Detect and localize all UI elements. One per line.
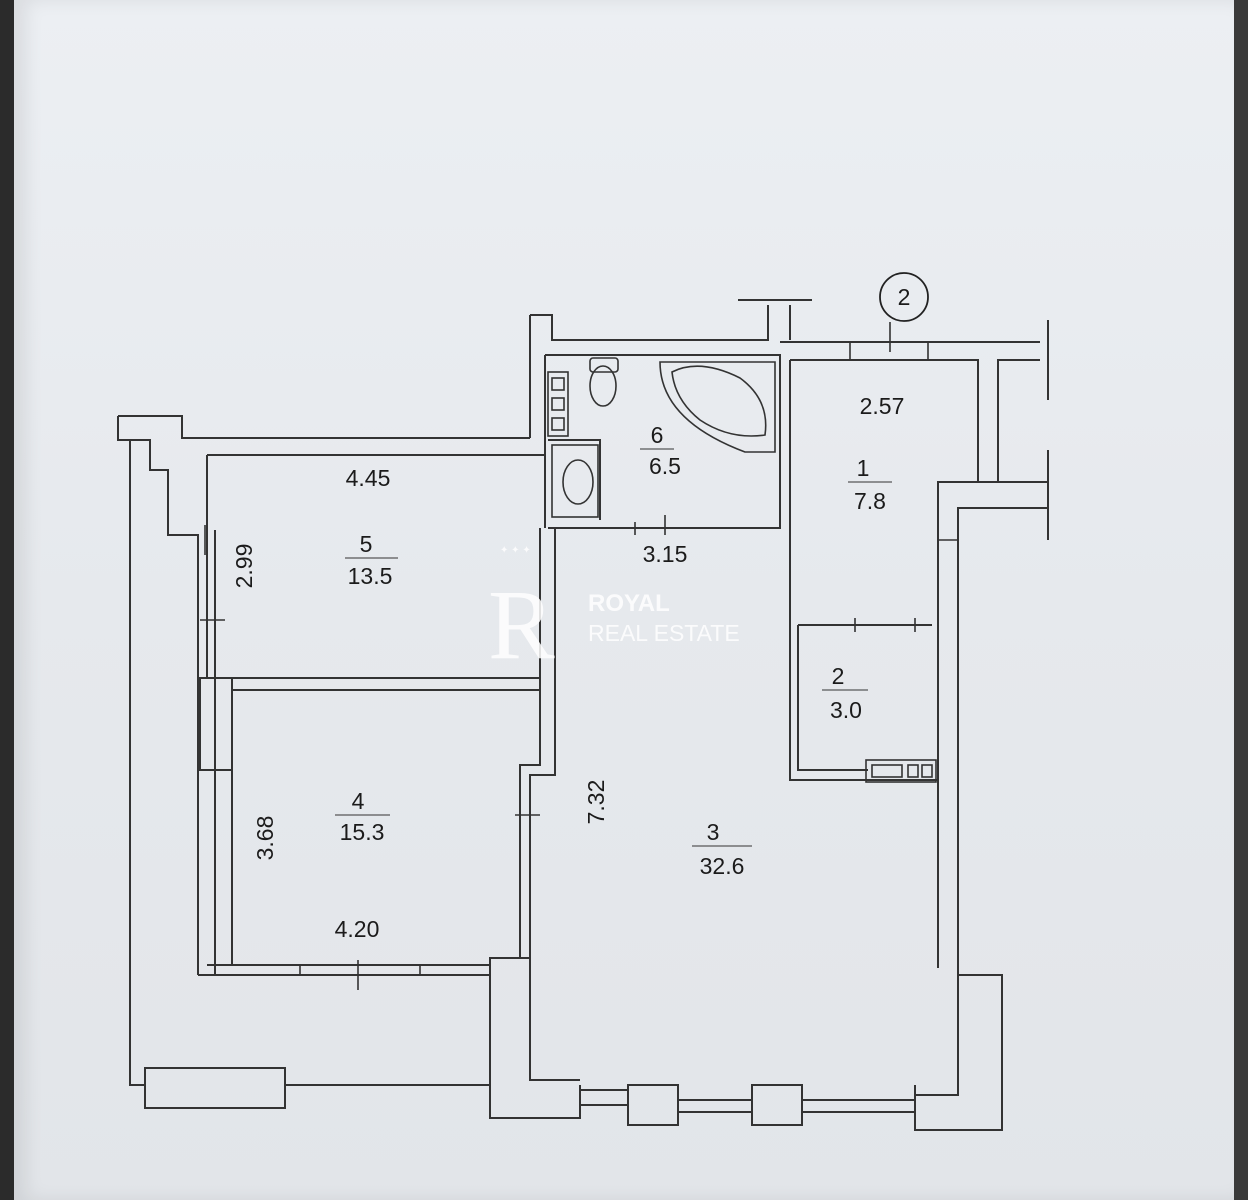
room-6-area: 6.5 bbox=[649, 453, 681, 479]
sink-icon bbox=[562, 459, 594, 505]
dim-room5-depth: 2.99 bbox=[231, 544, 257, 589]
bath-fixtures bbox=[547, 357, 937, 783]
room-1-area: 7.8 bbox=[854, 488, 886, 514]
stove-icon bbox=[865, 759, 937, 783]
sink-cabinet bbox=[551, 444, 599, 518]
toilet-icon bbox=[589, 365, 617, 407]
dim-room5-width: 4.45 bbox=[346, 465, 391, 491]
room-3-area: 32.6 bbox=[700, 853, 745, 879]
room-4-area: 15.3 bbox=[340, 819, 385, 845]
watermark-monogram: R bbox=[488, 569, 555, 680]
dim-room4-width: 4.20 bbox=[335, 916, 380, 942]
dim-room4-depth: 3.68 bbox=[252, 816, 278, 861]
toilet-tank bbox=[589, 357, 619, 373]
room-labels: 6 6.5 1 7.8 5 13.5 2 3.0 4 15.3 3 32.6 bbox=[335, 422, 892, 879]
section-marker-label: 2 bbox=[898, 284, 911, 310]
watermark-crown: ✦ ✦ ✦ bbox=[500, 545, 531, 556]
dimension-labels: 2.57 4.45 3.15 4.20 2.99 7.32 3.68 bbox=[231, 393, 904, 942]
dim-room3-length: 7.32 bbox=[583, 780, 609, 825]
room-4-number: 4 bbox=[352, 788, 365, 814]
outer-walls bbox=[117, 299, 1049, 1131]
room-1-number: 1 bbox=[857, 455, 870, 481]
bathtub-icon bbox=[659, 361, 776, 453]
room-2-area: 3.0 bbox=[830, 697, 862, 723]
room-2-number: 2 bbox=[832, 663, 845, 689]
dim-room1-width: 2.57 bbox=[860, 393, 905, 419]
room-5-area: 13.5 bbox=[348, 563, 393, 589]
section-marker: 2 bbox=[879, 272, 929, 322]
watermark-line1: ROYAL bbox=[588, 590, 670, 617]
room-5-number: 5 bbox=[360, 531, 373, 557]
room-3-number: 3 bbox=[707, 819, 720, 845]
watermark-line2: REAL ESTATE bbox=[588, 620, 740, 646]
dim-room6-width: 3.15 bbox=[643, 541, 688, 567]
watermark: ✦ ✦ ✦ R ROYAL REAL ESTATE bbox=[488, 545, 740, 680]
page-edge bbox=[1234, 0, 1248, 1200]
washer-icon bbox=[547, 371, 569, 437]
window-ticks bbox=[200, 322, 958, 990]
paper-sheet bbox=[14, 0, 1234, 1200]
room-6-number: 6 bbox=[651, 422, 664, 448]
